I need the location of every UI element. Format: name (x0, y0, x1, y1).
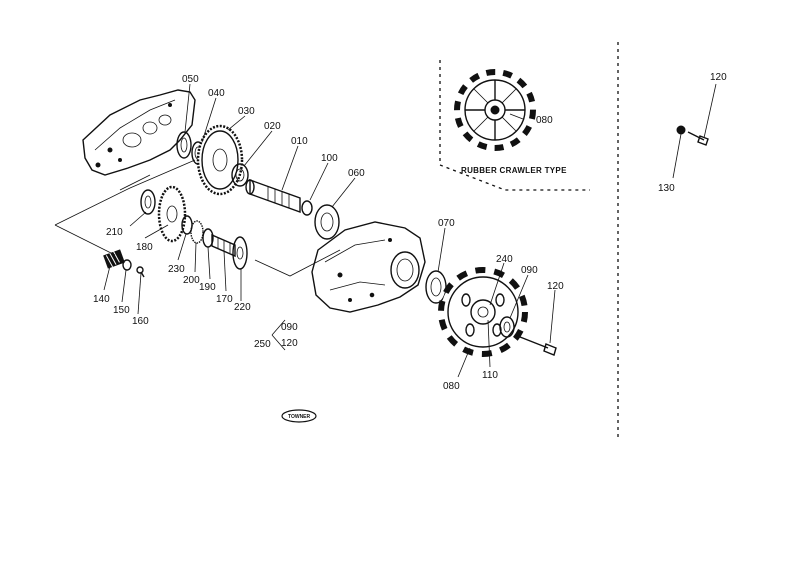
label-110: 110 (482, 370, 498, 381)
collar-020 (231, 163, 249, 187)
inset-frame (439, 60, 590, 191)
label-120-right: 120 (710, 72, 727, 83)
sprocket-080-lower (438, 267, 528, 357)
label-200: 200 (183, 275, 200, 286)
label-050: 050 (182, 74, 199, 85)
washer-150 (122, 259, 132, 271)
label-100: 100 (321, 153, 338, 164)
publisher-stamp: TOWNER (281, 409, 317, 423)
bearing-060 (314, 204, 340, 240)
circlip-100 (301, 200, 313, 216)
label-020: 020 (264, 121, 281, 132)
label-220: 220 (234, 302, 251, 313)
label-120-mid: 120 (547, 281, 564, 292)
label-010: 010 (291, 136, 308, 147)
oil-seal-050 (176, 131, 192, 159)
stamp-text: TOWNER (288, 414, 311, 420)
oil-seal-070 (425, 270, 447, 304)
label-040: 040 (208, 88, 225, 99)
label-230: 230 (168, 264, 185, 275)
shaft-170 (211, 233, 236, 258)
label-120-ref: 120 (281, 338, 298, 349)
gear-180 (157, 185, 187, 243)
label-030: 030 (238, 106, 255, 117)
label-leaders (103, 83, 556, 378)
label-250: 250 (254, 339, 271, 350)
label-170: 170 (216, 294, 233, 305)
label-140: 140 (93, 294, 110, 305)
label-060: 060 (348, 168, 365, 179)
label-090: 090 (521, 265, 538, 276)
bolt-120-lower (514, 334, 557, 356)
label-190: 190 (199, 282, 216, 293)
label-150: 150 (113, 305, 130, 316)
sprocket-080-upper (454, 69, 536, 151)
label-070: 070 (438, 218, 455, 229)
inset-caption: RUBBER CRAWLER TYPE (461, 166, 567, 175)
washer-130 (672, 125, 686, 179)
spline-200 (190, 220, 204, 244)
screw-160 (136, 266, 145, 278)
label-080-top: 080 (536, 115, 553, 126)
label-160: 160 (132, 316, 149, 327)
label-130: 130 (658, 183, 675, 194)
label-210: 210 (106, 227, 123, 238)
label-080-bottom: 080 (443, 381, 460, 392)
label-240: 240 (496, 254, 513, 265)
leader-lines (54, 159, 341, 277)
bearing-090 (499, 316, 515, 338)
gear-030 (196, 124, 244, 196)
gear-case-lower (311, 221, 426, 313)
spring-140 (103, 249, 125, 269)
label-180: 180 (136, 242, 153, 253)
bolt-120-right (687, 83, 717, 146)
bearing-210 (140, 189, 156, 215)
label-090-ref: 090 (281, 322, 298, 333)
shaft-010 (245, 179, 301, 213)
gear-case-upper (82, 89, 196, 176)
gear-220 (232, 236, 248, 270)
